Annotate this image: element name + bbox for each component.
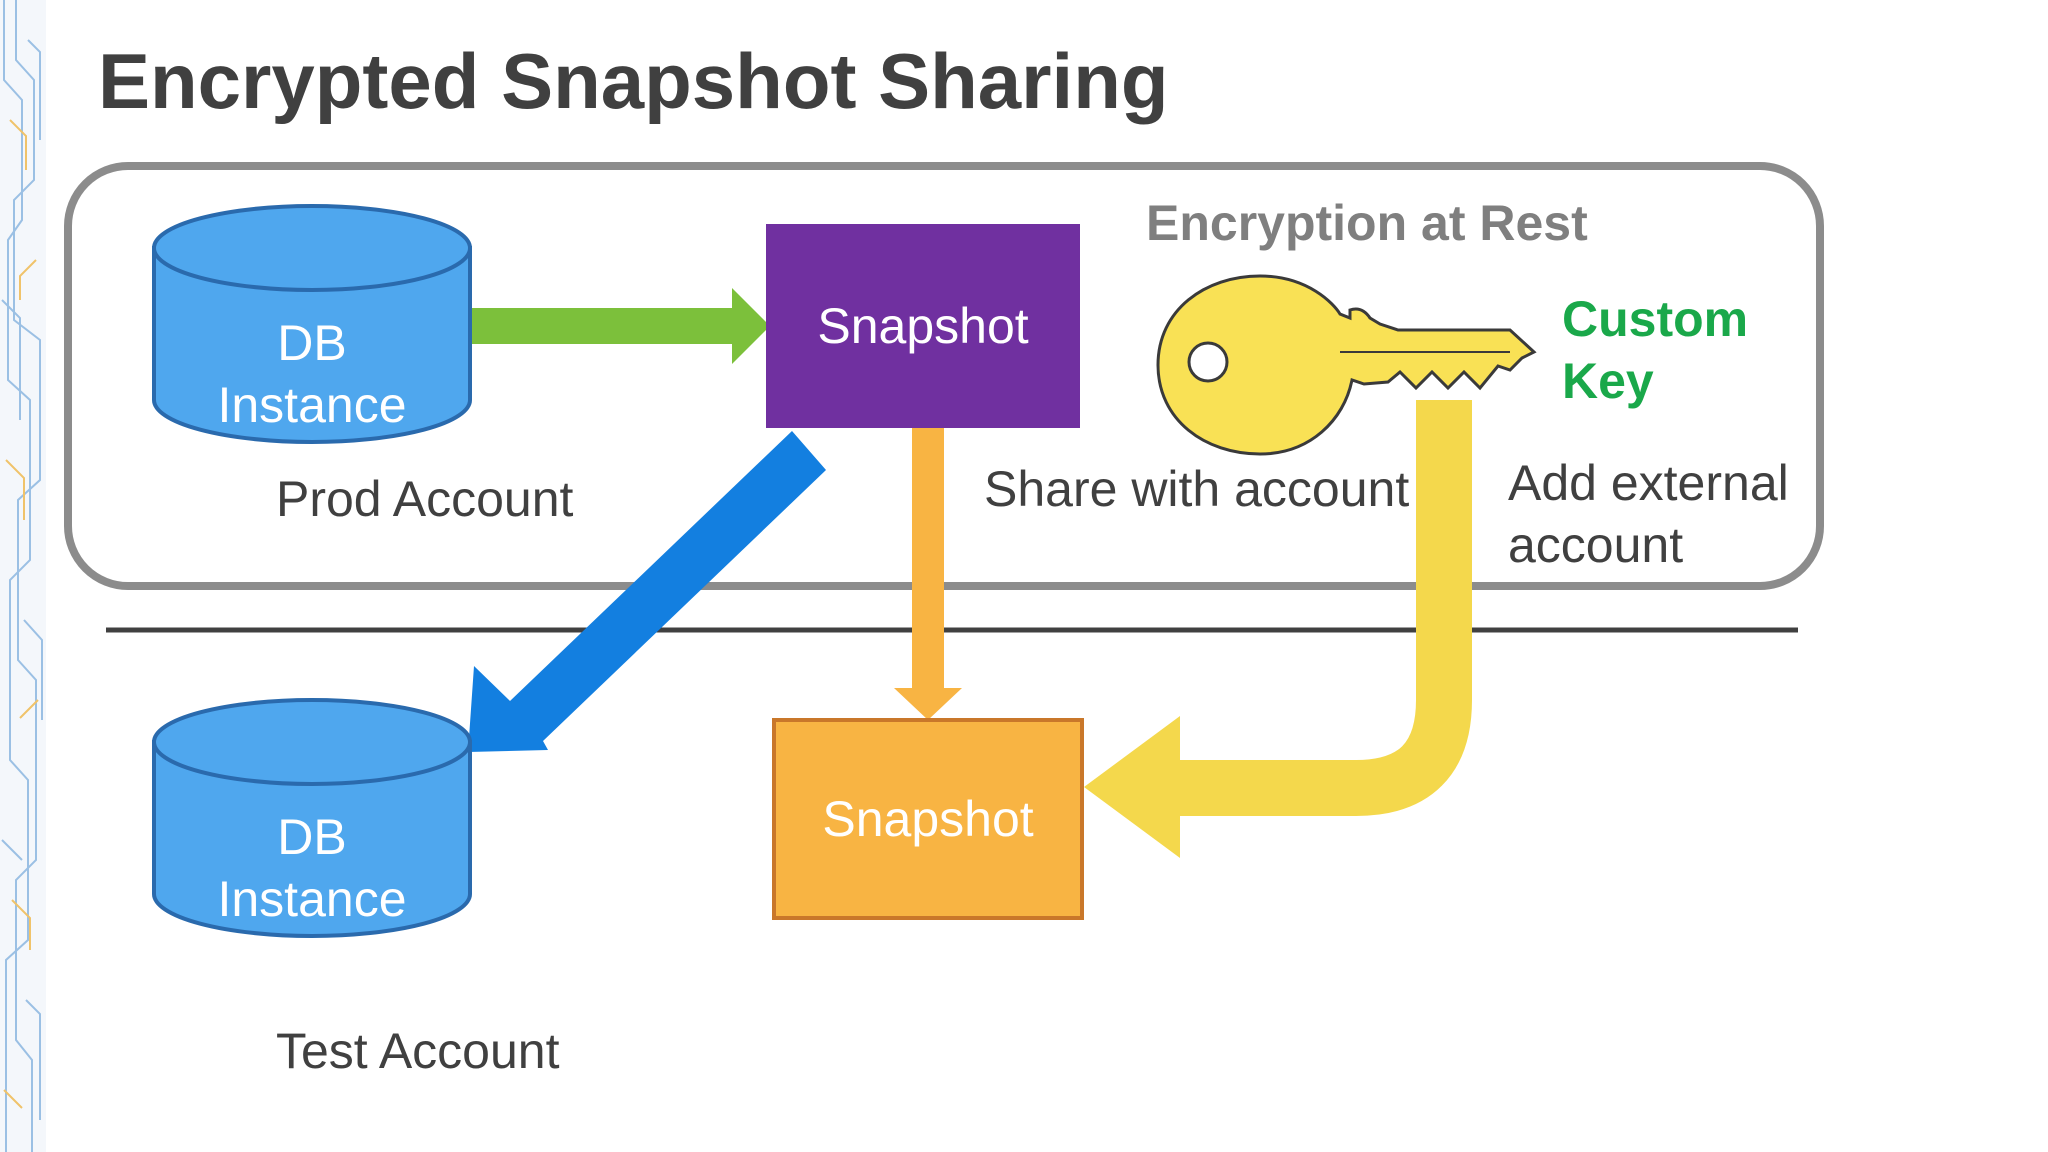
prod-account-label: Prod Account [276, 471, 574, 527]
test-snapshot-label: Snapshot [822, 791, 1034, 847]
arrow-yellow-key-to-snapshot [1178, 400, 1472, 816]
arrow-orange-snapshot-copy [894, 426, 962, 720]
arrow-yellow-head [1084, 716, 1180, 858]
arrow-green-db-to-snapshot [468, 288, 770, 364]
test-db-label: DB Instance [217, 809, 407, 927]
encryption-at-rest-label: Encryption at Rest [1146, 195, 1588, 251]
custom-key-label: Custom Key [1562, 291, 1749, 409]
prod-db-cylinder [152, 204, 472, 444]
key-icon [1156, 274, 1537, 456]
share-with-account-label: Share with account [984, 461, 1410, 517]
arrow-blue-snapshot-to-test-db [468, 431, 826, 752]
page-title: Encrypted Snapshot Sharing [98, 37, 1169, 125]
decorative-border [0, 0, 46, 1152]
prod-snapshot-box [766, 224, 1080, 428]
test-snapshot-box [772, 718, 1084, 920]
prod-snapshot-label: Snapshot [817, 298, 1029, 354]
prod-db-label: DB Instance [217, 315, 407, 433]
test-account-label: Test Account [276, 1023, 560, 1079]
test-db-cylinder [152, 698, 472, 938]
add-external-account-label: Add external account [1508, 455, 1789, 573]
